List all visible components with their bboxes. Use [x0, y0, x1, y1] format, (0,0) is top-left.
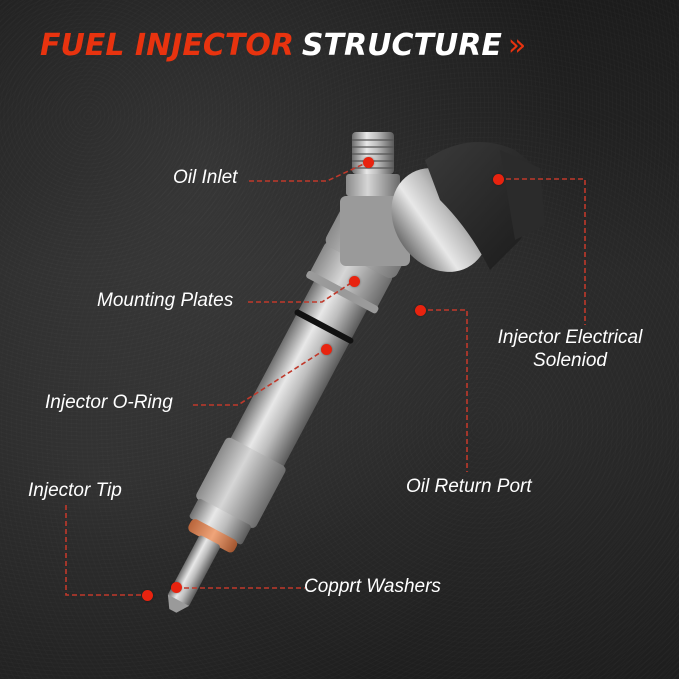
- label-injector-electrical-solenoid: Injector Electrical Soleniod: [487, 327, 653, 373]
- label-solenoid-line2: Soleniod: [533, 349, 607, 371]
- label-solenoid-line1: Injector Electrical: [497, 327, 643, 348]
- label-mounting-plates: Mounting Plates: [97, 290, 234, 311]
- copper-washer-marker: [170, 581, 182, 593]
- label-copper-washers: Copprt Washers: [304, 576, 441, 597]
- solenoid-marker: [492, 173, 504, 185]
- title-part-structure: STRUCTURE: [301, 28, 502, 63]
- title-part-fuel-injector: FUEL INJECTOR: [40, 28, 294, 63]
- oil-return-port-marker: [414, 304, 426, 316]
- label-oil-return-port: Oil Return Port: [406, 476, 532, 497]
- oil-inlet-marker: [362, 156, 374, 168]
- label-injector-tip: Injector Tip: [28, 480, 122, 501]
- o-ring-marker: [320, 343, 332, 355]
- mounting-plates-marker: [348, 275, 360, 287]
- injector-tip-marker: [141, 589, 153, 601]
- label-injector-o-ring: Injector O-Ring: [45, 392, 173, 413]
- electrical-solenoid-housing: [391, 142, 545, 272]
- double-chevron-right-icon: »: [507, 28, 527, 63]
- label-oil-inlet: Oil Inlet: [173, 167, 238, 188]
